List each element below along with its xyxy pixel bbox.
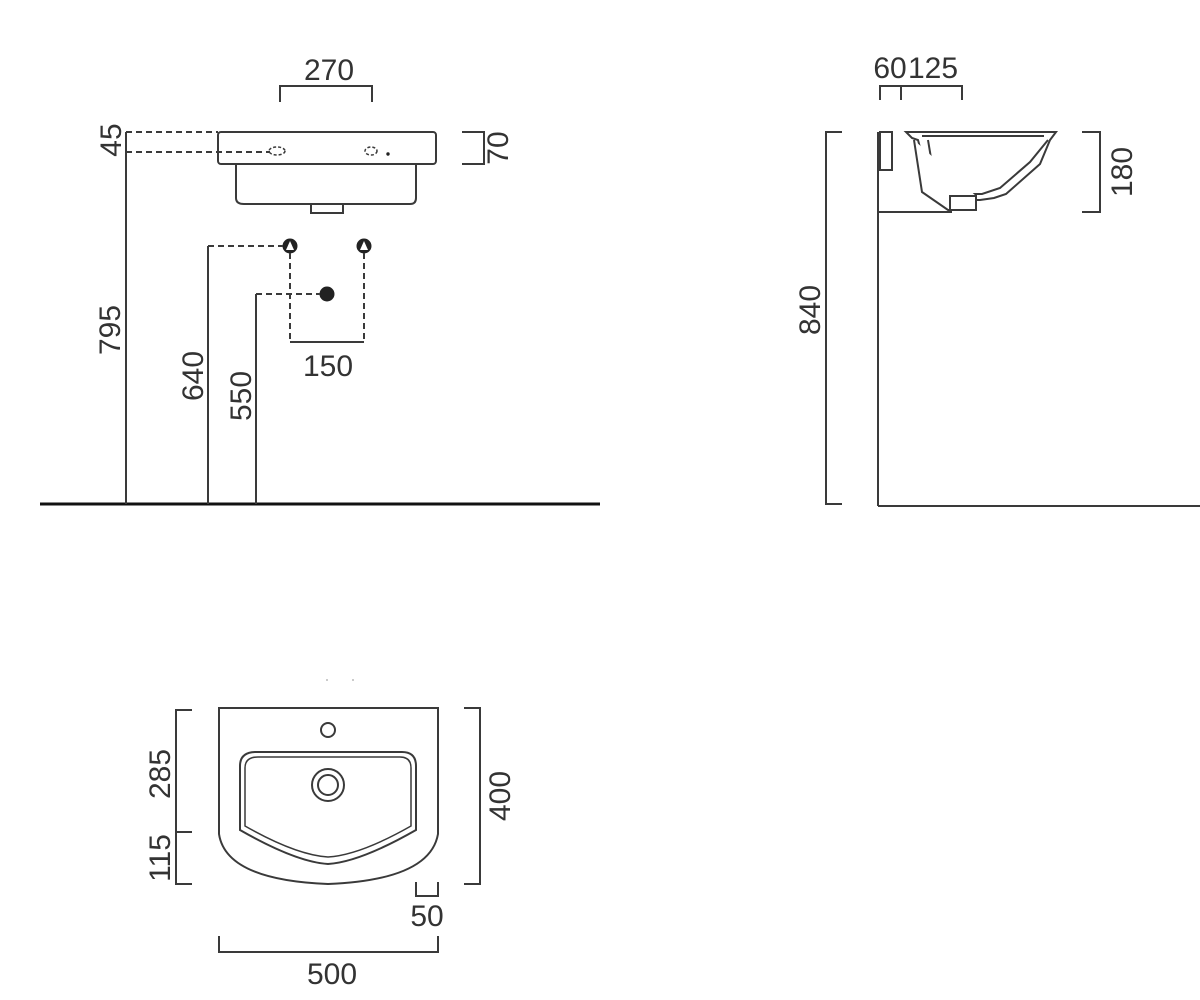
trap-outlet — [949, 195, 977, 211]
dim-500-bracket — [218, 936, 439, 953]
dim-180-label: 180 — [1106, 147, 1139, 197]
supply-valve-left-arrow — [286, 241, 294, 250]
dot-mark — [352, 679, 354, 681]
dim-115-label: 115 — [144, 834, 177, 882]
basin-top-bowl-inner — [244, 756, 412, 858]
dim-285-label: 285 — [144, 749, 177, 799]
dim-60-125-bracket — [879, 85, 963, 100]
basin-top-bowl — [239, 751, 417, 866]
dim-270-bracket — [279, 85, 373, 102]
dot-mark — [386, 152, 390, 156]
dim-400-label: 400 — [484, 771, 517, 821]
waste-outlet — [319, 286, 335, 302]
basin-waste — [310, 203, 344, 214]
dim-840-label: 840 — [794, 285, 827, 335]
dim-840-bracket — [825, 131, 842, 505]
tap-hole-right — [364, 146, 378, 156]
dim-550-label: 550 — [225, 371, 258, 421]
dim-640-label: 640 — [177, 351, 210, 401]
basin-bowl — [235, 164, 417, 205]
top-view: 285 115 400 50 500 — [144, 679, 517, 991]
basin-rim — [217, 131, 437, 165]
side-view: 60 125 180 840 — [794, 52, 1200, 507]
dim-70-label: 70 — [482, 131, 515, 164]
dim-50-label: 50 — [410, 900, 443, 933]
drain-outer — [311, 768, 345, 802]
dim-60-label: 60 — [873, 52, 906, 85]
dim-795-label: 795 — [94, 305, 127, 355]
dim-180-bracket — [1082, 131, 1101, 213]
dim-125-label: 125 — [908, 52, 958, 85]
dim-45-label: 45 — [95, 123, 128, 156]
tap-hole-left — [268, 146, 286, 156]
tap-hole — [320, 722, 336, 738]
dim-270-label: 270 — [304, 54, 354, 87]
drain-inner — [317, 774, 339, 796]
supply-valve-right-arrow — [360, 241, 368, 250]
dot-mark — [326, 679, 328, 681]
dim-150-label: 150 — [303, 350, 353, 383]
front-view: 270 45 70 795 640 550 150 — [40, 54, 600, 506]
dim-70-bracket — [462, 131, 485, 165]
dim-400-bracket — [464, 707, 481, 885]
mounting-bracket — [879, 131, 893, 171]
dim-285-115-bracket — [175, 709, 192, 885]
dim-50-bracket — [415, 882, 439, 897]
dim-500-label: 500 — [307, 958, 357, 991]
